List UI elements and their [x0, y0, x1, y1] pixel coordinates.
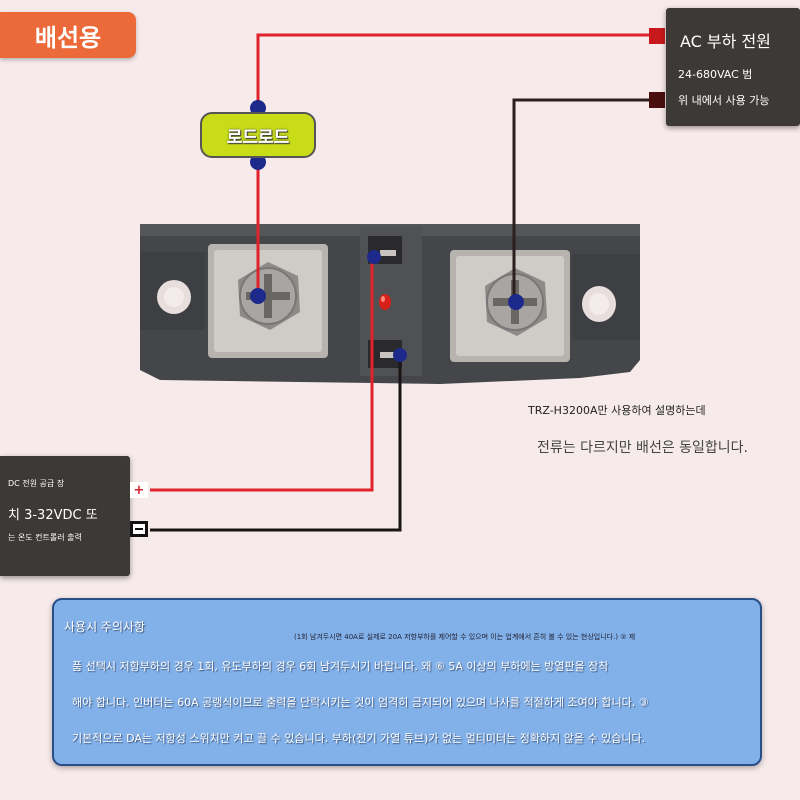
dc-supply-line2: 치 3-32VDC 또	[8, 508, 98, 523]
dc-power-supply-box: DC 전원 공급 장 치 3-32VDC 또 는 온도 컨트롤러 출력	[0, 456, 130, 576]
dc-supply-line1: DC 전원 공급 장	[8, 479, 65, 488]
notice-line-1: 품 선택시 저항부하의 경우 1회, 유도부하의 경우 6회 남겨두시기 바랍니…	[72, 660, 609, 673]
notice-line-3: 기본적으로 DA는 저항성 스위치만 켜고 끌 수 있습니다. 부하(전기 가열…	[72, 732, 646, 745]
notice-subtitle: (1회 남겨두시면 40A로 실제로 20A 저항부하를 제어할 수 있으며 이…	[294, 633, 636, 641]
dc-plus-terminal: +	[130, 482, 148, 498]
status-led	[379, 294, 391, 310]
usage-notice-panel: 사용시 주의사항 (1회 남겨두시면 40A로 실제로 20A 저항부하를 제어…	[52, 598, 762, 766]
solid-state-relay	[140, 224, 640, 384]
ac-supply-title: AC 부하 전원	[680, 32, 771, 51]
model-note: TRZ-H3200A만 사용하여 설명하는데	[528, 404, 706, 417]
load-label: 로드로드	[200, 112, 316, 158]
dc-supply-line3: 는 온도 컨트롤러 출력	[8, 533, 82, 542]
dc-plus-red-wire	[150, 256, 374, 492]
ac-supply-usage: 위 내에서 사용 가능	[678, 94, 770, 107]
node-left-screw	[250, 288, 266, 304]
minus-icon	[135, 528, 143, 530]
notice-title: 사용시 주의사항	[64, 620, 146, 634]
node-control-minus	[393, 348, 407, 362]
page-title: 배선용	[0, 12, 136, 58]
junction-nodes	[250, 100, 524, 362]
ac-return-dark-wire	[512, 98, 650, 302]
ac-supply-range: 24-680VAC 범	[678, 68, 753, 81]
node-load-bottom	[250, 154, 266, 170]
wires	[150, 33, 650, 532]
ac-red-terminal	[649, 28, 665, 44]
ac-dark-terminal	[649, 92, 665, 108]
node-right-screw	[508, 294, 524, 310]
notice-line-2: 해야 합니다. 인버터는 60A 공랭식이므로 출력을 단락시키는 것이 엄격히…	[72, 696, 649, 709]
node-control-plus	[367, 250, 381, 264]
dc-minus-dark-wire	[150, 355, 402, 532]
dc-minus-terminal	[130, 521, 148, 537]
current-note: 전류는 다르지만 배선은 동일합니다.	[537, 440, 748, 456]
ac-load-red-wire	[256, 33, 650, 108]
ac-load-supply-box: AC 부하 전원 24-680VAC 범 위 내에서 사용 가능	[666, 8, 800, 126]
